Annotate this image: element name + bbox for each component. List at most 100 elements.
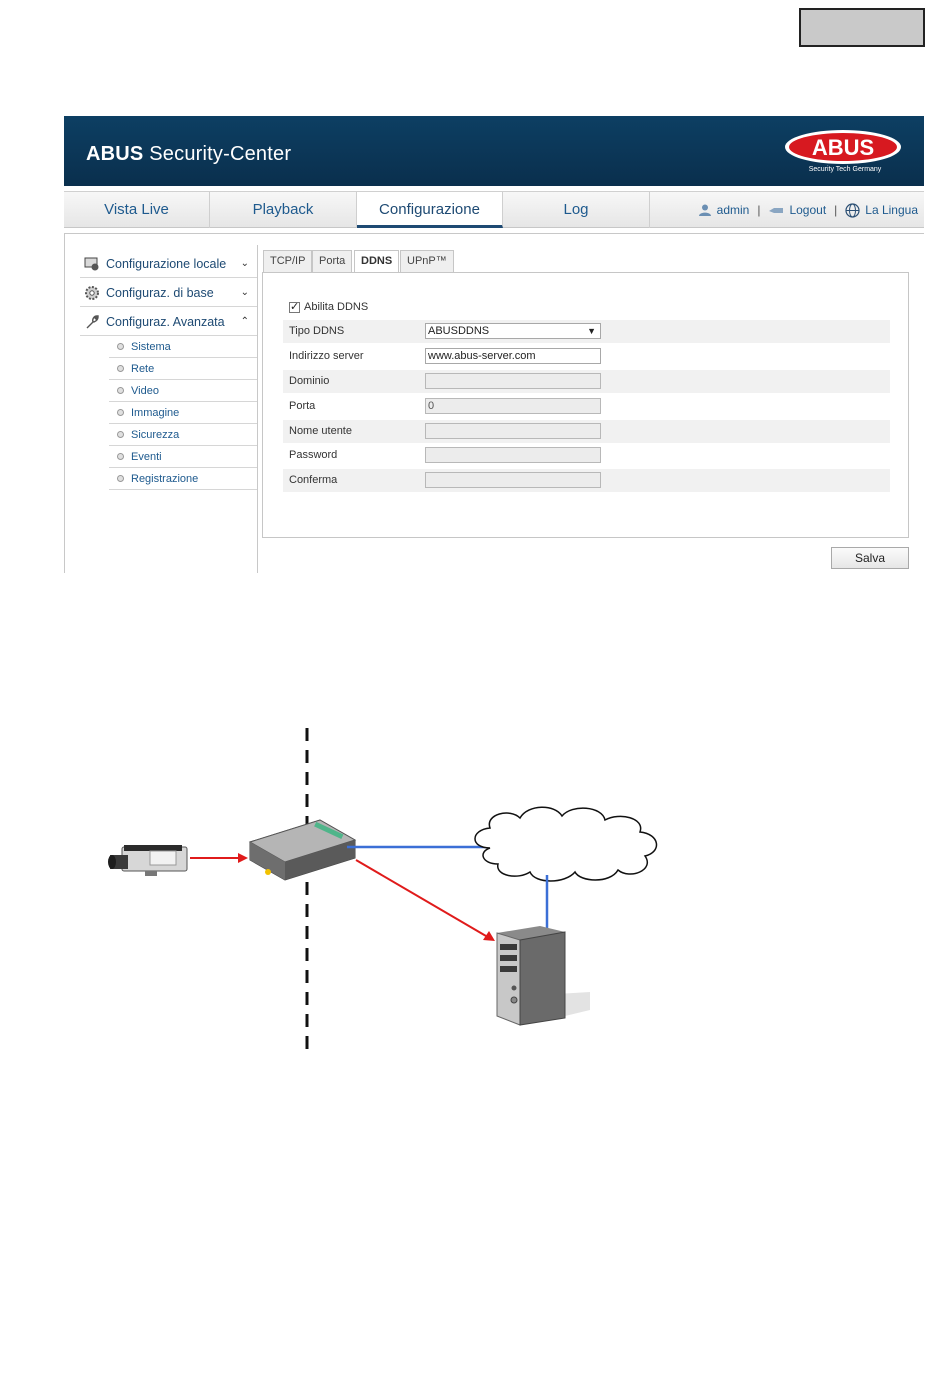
field-label: Conferma <box>289 474 338 486</box>
config-content: Configurazione locale ⌄ Configuraz. di b… <box>64 233 924 573</box>
bullet-icon <box>117 365 124 372</box>
save-button[interactable]: Salva <box>831 547 909 569</box>
form-row-password: Password <box>283 444 890 467</box>
sidebar-item-label: Eventi <box>131 450 162 463</box>
app-title: ABUS Security-Center <box>86 143 291 166</box>
tab-porta[interactable]: Porta <box>312 250 353 272</box>
camera-to-router-arrow <box>190 853 248 863</box>
form-row-tipo-ddns: Tipo DDNS ABUSDDNS ▼ <box>283 320 890 343</box>
app-header: ABUS Security-Center ABUS Security Tech … <box>64 116 924 186</box>
sidebar-item-rete[interactable]: Rete <box>109 358 257 380</box>
field-label: Password <box>289 449 338 461</box>
content-border <box>64 233 65 573</box>
port-input: 0 <box>425 398 601 414</box>
router-icon <box>248 819 357 881</box>
sidebar-item-video[interactable]: Video <box>109 380 257 402</box>
ip-camera-icon <box>108 845 188 876</box>
bullet-icon <box>117 431 124 438</box>
nav-separator: | <box>757 203 761 217</box>
enable-ddns-checkbox[interactable]: Abilita DDNS <box>289 300 369 313</box>
server-address-input[interactable]: www.abus-server.com <box>425 348 601 364</box>
form-row-nome-utente: Nome utente <box>283 420 890 443</box>
app-title-text: Security-Center <box>149 143 292 165</box>
sidebar-group-label: Configuraz. di base <box>106 285 214 300</box>
abus-logo-tagline: Security Tech Germany <box>809 166 882 173</box>
bullet-icon <box>117 387 124 394</box>
logout-link[interactable]: Logout <box>768 203 826 217</box>
abus-logo: ABUS Security Tech Germany <box>785 130 901 173</box>
monitor-settings-icon <box>84 257 99 270</box>
sidebar-group-configuraz-di-base[interactable]: Configuraz. di base ⌄ <box>80 279 257 307</box>
chevron-down-icon: ⌄ <box>240 287 249 298</box>
tab-vista-live[interactable]: Vista Live <box>64 192 210 228</box>
confirm-password-input <box>425 472 601 488</box>
bullet-icon <box>117 409 124 416</box>
tab-playback[interactable]: Playback <box>210 192 357 228</box>
field-label: Indirizzo server <box>289 350 364 362</box>
admin-link[interactable]: admin <box>698 203 750 217</box>
sidebar-item-eventi[interactable]: Eventi <box>109 446 257 468</box>
sidebar-group-configurazione-locale[interactable]: Configurazione locale ⌄ <box>80 250 257 278</box>
server-icon <box>496 926 590 1026</box>
content-border <box>64 233 924 234</box>
abus-logo-text: ABUS <box>812 135 874 160</box>
dropdown-arrow-icon: ▼ <box>587 326 596 336</box>
gear-icon <box>85 285 99 300</box>
wrench-icon <box>86 314 99 328</box>
username-input <box>425 423 601 439</box>
bullet-icon <box>117 453 124 460</box>
tab-ddns[interactable]: DDNS <box>354 250 400 273</box>
ddns-type-value: ABUSDDNS <box>428 325 490 337</box>
sidebar-item-label: Video <box>131 384 159 397</box>
form-row-indirizzo-server: Indirizzo server www.abus-server.com <box>283 345 890 368</box>
internet-cloud-icon <box>474 806 658 882</box>
sidebar-group-label: Configuraz. Avanzata <box>106 314 225 329</box>
chevron-up-icon: ⌃ <box>240 316 249 327</box>
field-label: Tipo DDNS <box>289 325 345 337</box>
sidebar-item-label: Rete <box>131 362 155 375</box>
chevron-down-icon: ⌄ <box>240 258 249 269</box>
nav-separator: | <box>834 203 838 217</box>
sidebar-group-label: Configurazione locale <box>106 256 227 271</box>
form-row-conferma: Conferma <box>283 469 890 492</box>
user-menu: admin | Logout | La Lingua <box>698 192 918 228</box>
bullet-icon <box>117 343 124 350</box>
form-row-porta: Porta 0 <box>283 395 890 418</box>
bullet-icon <box>117 475 124 482</box>
sidebar-item-sicurezza[interactable]: Sicurezza <box>109 424 257 446</box>
tab-tcp-ip[interactable]: TCP/IP <box>263 250 313 272</box>
sidebar-item-immagine[interactable]: Immagine <box>109 402 257 424</box>
sidebar-item-label: Registrazione <box>131 472 199 485</box>
admin-label: admin <box>716 203 750 217</box>
ddns-type-select[interactable]: ABUSDDNS ▼ <box>425 323 601 339</box>
globe-icon <box>845 202 860 218</box>
network-diagram <box>108 728 658 1056</box>
logout-label: Logout <box>789 203 827 217</box>
enable-ddns-label: Abilita DDNS <box>304 301 369 313</box>
language-label: La Lingua <box>865 203 918 217</box>
sidebar-item-label: Sistema <box>131 340 171 353</box>
field-label: Nome utente <box>289 425 352 437</box>
password-input <box>425 447 601 463</box>
sidebar-item-label: Immagine <box>131 406 180 419</box>
tab-log[interactable]: Log <box>503 192 650 228</box>
language-link[interactable]: La Lingua <box>845 202 918 218</box>
form-row-dominio: Dominio <box>283 370 890 393</box>
logout-icon <box>769 208 784 213</box>
sidebar-item-registrazione[interactable]: Registrazione <box>109 468 257 490</box>
page-label-box <box>799 8 925 47</box>
app-title-brand: ABUS <box>86 143 144 165</box>
field-label: Dominio <box>289 375 330 387</box>
domain-input <box>425 373 601 389</box>
tab-upnp[interactable]: UPnP™ <box>400 250 454 272</box>
main-nav: Vista Live Playback Configurazione Log a… <box>64 191 924 228</box>
sidebar-divider <box>257 245 258 573</box>
sidebar-item-sistema[interactable]: Sistema <box>109 336 257 358</box>
router-to-server-arrow <box>355 859 495 941</box>
checkbox-checked-icon <box>289 300 300 313</box>
sidebar-group-configuraz-avanzata[interactable]: Configuraz. Avanzata ⌃ <box>80 308 257 336</box>
user-icon <box>698 204 711 216</box>
sidebar-item-label: Sicurezza <box>131 428 180 441</box>
field-label: Porta <box>289 400 316 412</box>
tab-configurazione[interactable]: Configurazione <box>357 192 503 228</box>
